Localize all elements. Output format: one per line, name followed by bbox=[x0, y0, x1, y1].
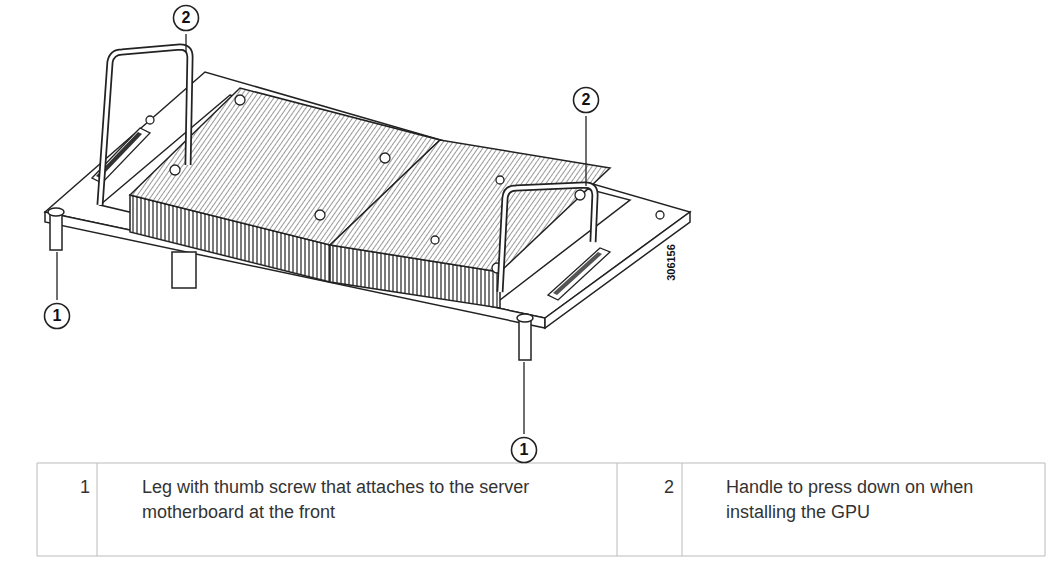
table-cell-text: Handle to press down on when installing … bbox=[726, 475, 1026, 525]
callout-number: 1 bbox=[510, 441, 538, 459]
callout-circle: 1 bbox=[43, 302, 71, 330]
table-cell-number: 1 bbox=[80, 475, 92, 500]
callout-number: 2 bbox=[572, 91, 600, 109]
callout-circle: 2 bbox=[172, 4, 200, 32]
callout-number: 2 bbox=[172, 9, 200, 27]
figure-number: 306156 bbox=[665, 244, 678, 281]
callout-number: 1 bbox=[43, 307, 71, 325]
callout-circle: 2 bbox=[572, 86, 600, 114]
table-cell-text: Leg with thumb screw that attaches to th… bbox=[142, 475, 602, 525]
table-cell-number: 2 bbox=[664, 475, 676, 500]
callout-circle: 1 bbox=[510, 436, 538, 464]
